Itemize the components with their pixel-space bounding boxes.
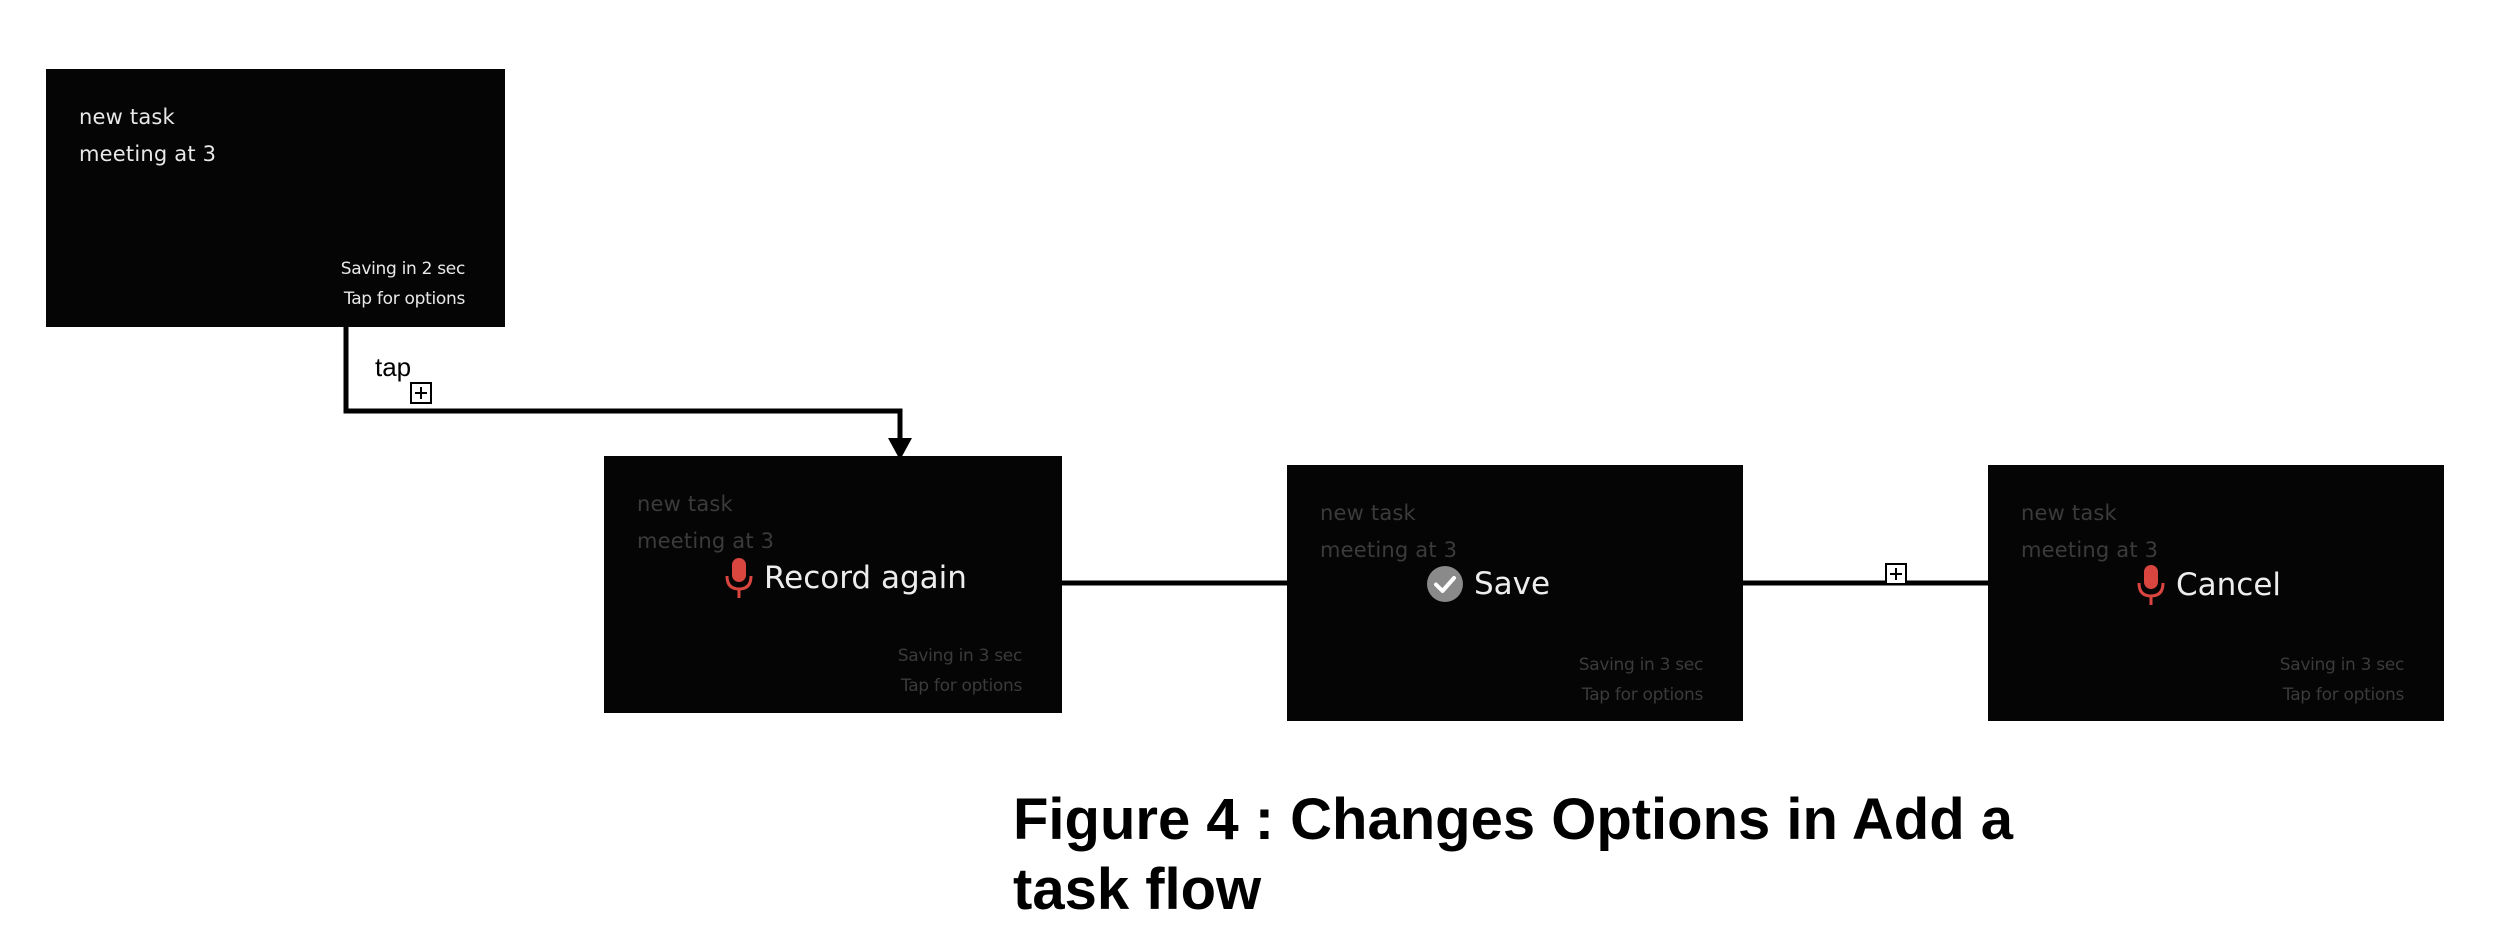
card-tap-hint: Tap for options <box>2282 685 2404 705</box>
card-tap-hint: Tap for options <box>1581 685 1703 705</box>
card-task-text: meeting at 3 <box>1320 538 1458 562</box>
card-task-text: meeting at 3 <box>79 142 217 166</box>
cancel-option[interactable]: Cancel <box>2136 563 2281 607</box>
figure-caption: Figure 4 : Changes Options in Add a task… <box>1013 787 2014 922</box>
card-new-task[interactable]: new task meeting at 3 Saving in 2 sec Ta… <box>46 69 505 327</box>
save-label: Save <box>1474 566 1551 602</box>
checkmark-circle-icon <box>1427 566 1463 602</box>
record-again-label: Record again <box>764 560 967 596</box>
expand-box-icon <box>1885 563 1907 585</box>
card-tap-hint: Tap for options <box>900 676 1022 696</box>
card-saving-status: Saving in 2 sec <box>340 259 466 279</box>
card-saving-status: Saving in 3 sec <box>1578 655 1704 675</box>
tap-label: tap <box>375 352 412 382</box>
cancel-label: Cancel <box>2176 567 2282 603</box>
microphone-icon <box>725 558 753 598</box>
card-task-text: meeting at 3 <box>637 529 775 553</box>
card-task-title: new task <box>79 105 175 129</box>
tap-connector <box>343 327 903 440</box>
card-save[interactable]: new task meeting at 3 Saving in 3 sec Ta… <box>1287 465 1743 721</box>
card-tap-hint: Tap for options <box>343 289 465 309</box>
expand-box-icon <box>410 382 432 404</box>
card-task-text: meeting at 3 <box>2021 538 2159 562</box>
tap-arrowhead <box>888 438 912 460</box>
card-record-again[interactable]: new task meeting at 3 Saving in 3 sec Ta… <box>604 456 1062 713</box>
card-cancel[interactable]: new task meeting at 3 Saving in 3 sec Ta… <box>1988 465 2444 721</box>
card-task-title: new task <box>2021 501 2117 525</box>
card-saving-status: Saving in 3 sec <box>2279 655 2405 675</box>
microphone-icon <box>2137 565 2165 605</box>
card-task-title: new task <box>637 492 733 516</box>
record-again-option[interactable]: Record again <box>724 556 967 600</box>
card-task-title: new task <box>1320 501 1416 525</box>
card-saving-status: Saving in 3 sec <box>897 646 1023 666</box>
save-option[interactable]: Save <box>1426 565 1550 603</box>
